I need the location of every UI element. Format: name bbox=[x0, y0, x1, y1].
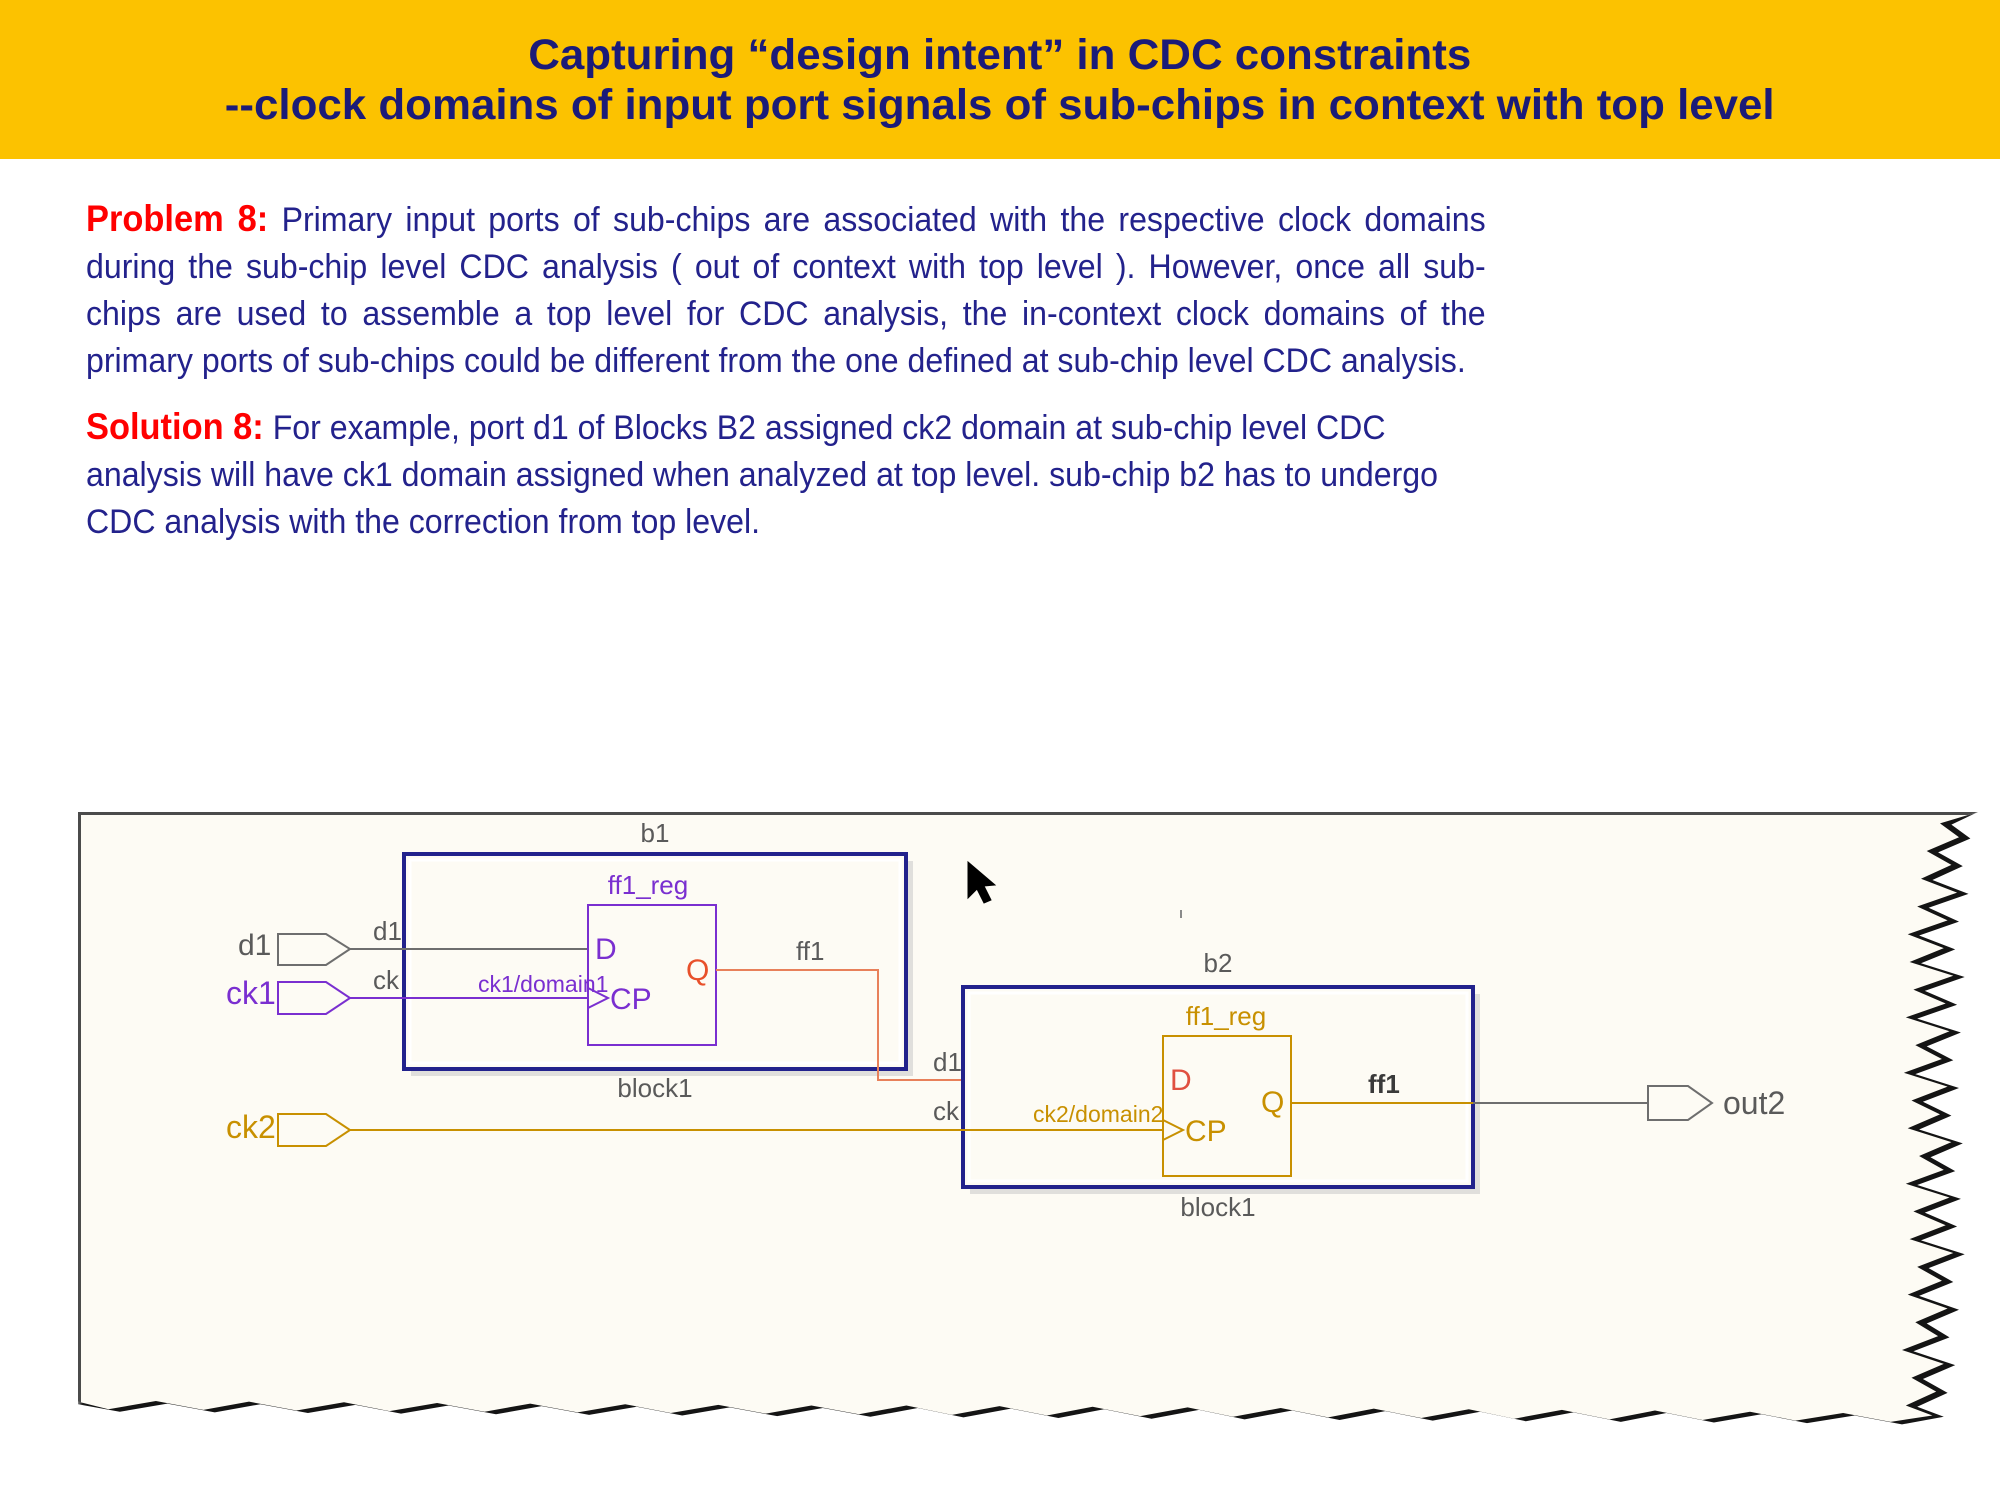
port-d1-label: d1 bbox=[238, 929, 271, 962]
port-out2-group[interactable]: out2 bbox=[1647, 1085, 1785, 1121]
block-b1-group: b1 block1 bbox=[402, 818, 913, 1103]
cdc-schematic-screenshot: b1 block1 d1 d1 ck1 ck ck1/domain1 ff1_r… bbox=[78, 812, 1978, 1442]
pin-q-b2: Q bbox=[1261, 1086, 1284, 1119]
net-label-b1-d1: d1 bbox=[373, 916, 402, 946]
net-label-b2-d1: d1 bbox=[933, 1047, 962, 1077]
mouse-pointer-icon bbox=[967, 860, 997, 904]
net-label-b1-ck: ck bbox=[373, 965, 400, 995]
block-b2-footer: block1 bbox=[1180, 1192, 1255, 1222]
pin-cp-b2: CP bbox=[1185, 1115, 1227, 1148]
block-b1-footer: block1 bbox=[617, 1073, 692, 1103]
net-label-ff1-b1: ff1 bbox=[796, 936, 824, 966]
pin-d-b1: D bbox=[595, 933, 617, 966]
net-ff1-b2-to-out2: ff1 bbox=[1291, 1069, 1648, 1104]
pin-d-b2: D bbox=[1170, 1064, 1192, 1097]
problem-text: Primary input ports of sub-chips are ass… bbox=[86, 201, 1486, 380]
block-b2-group: b2 block1 bbox=[961, 948, 1480, 1222]
register-ff1-reg-b2: ff1_reg D CP Q bbox=[1162, 1001, 1292, 1177]
domain-label-ck1: ck1/domain1 bbox=[478, 971, 608, 997]
block-b2-label: b2 bbox=[1204, 948, 1233, 978]
solution-paragraph: Solution 8: For example, port d1 of Bloc… bbox=[86, 403, 1486, 546]
port-ck2-label: ck2 bbox=[226, 1109, 276, 1145]
port-ck1-label: ck1 bbox=[226, 975, 276, 1011]
domain-label-ck2: ck2/domain2 bbox=[1033, 1101, 1163, 1127]
page-title: Capturing “design intent” in CDC constra… bbox=[225, 30, 1775, 129]
port-d1-group[interactable]: d1 bbox=[238, 929, 588, 966]
slide-body: Problem 8: Primary input ports of sub-ch… bbox=[86, 195, 1486, 564]
slide-title-banner: Capturing “design intent” in CDC constra… bbox=[0, 0, 2000, 159]
block-b1-label: b1 bbox=[641, 818, 670, 848]
port-ck2-group[interactable]: ck2 bbox=[226, 1109, 1163, 1147]
net-label-ff1-b2: ff1 bbox=[1368, 1069, 1400, 1099]
net-label-b2-ck: ck bbox=[933, 1096, 960, 1126]
solution-text: For example, port d1 of Blocks B2 assign… bbox=[86, 409, 1438, 541]
port-out2-label: out2 bbox=[1723, 1085, 1785, 1121]
problem-label: Problem 8: bbox=[86, 198, 269, 239]
pin-cp-b1: CP bbox=[610, 983, 652, 1016]
solution-label: Solution 8: bbox=[86, 406, 264, 447]
register-ff1-reg-b1-label: ff1_reg bbox=[608, 870, 688, 900]
problem-paragraph: Problem 8: Primary input ports of sub-ch… bbox=[86, 195, 1486, 385]
register-ff1-reg-b2-label: ff1_reg bbox=[1186, 1001, 1266, 1031]
port-ck1-group[interactable]: ck1 bbox=[226, 975, 588, 1015]
schematic-canvas: b1 block1 d1 d1 ck1 ck ck1/domain1 ff1_r… bbox=[226, 818, 1785, 1222]
pin-q-b1: Q bbox=[686, 954, 709, 987]
register-ff1-reg-b1: ff1_reg D CP Q bbox=[587, 870, 717, 1046]
